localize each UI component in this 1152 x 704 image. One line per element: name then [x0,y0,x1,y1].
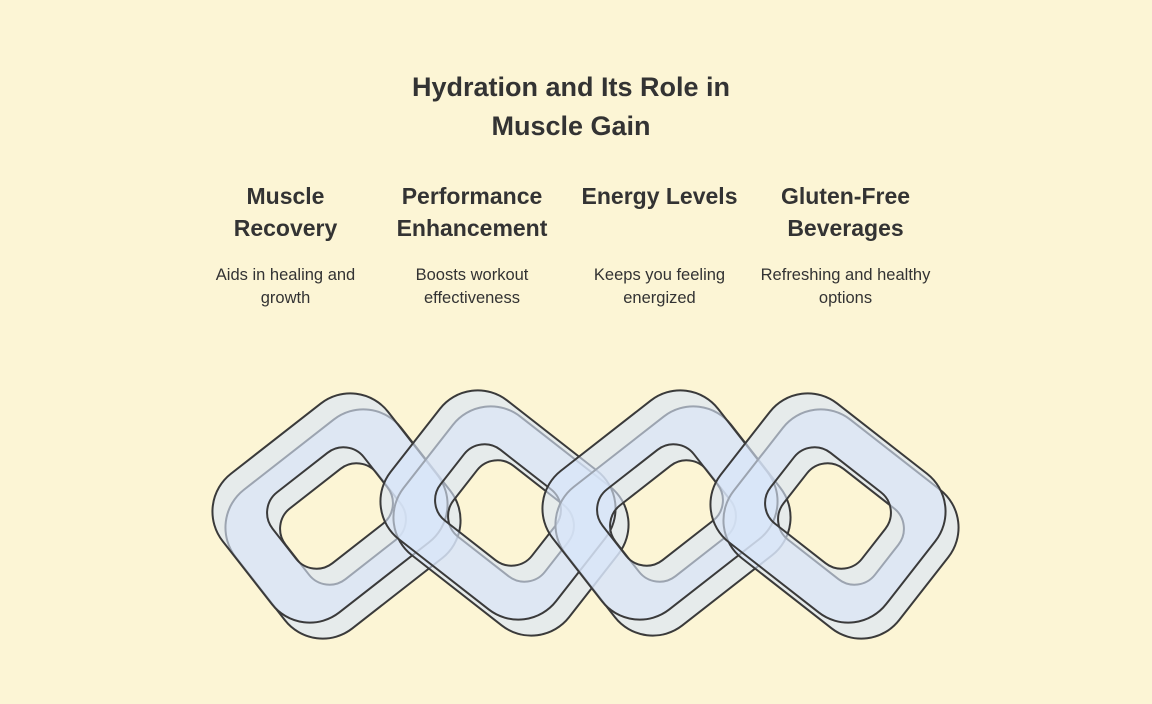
column-performance-enhancement: Performance Enhancement Boosts workout e… [382,180,562,310]
column-description: Keeps you feeling energized [593,266,726,308]
column-heading: Energy Levels [581,183,738,209]
column-muscle-recovery: Muscle Recovery Aids in healing and grow… [198,180,373,310]
column-description: Aids in healing and growth [215,266,356,308]
chain-links-illustration [192,370,979,659]
chain-link-4 [690,373,979,659]
column-energy-levels: Energy Levels Keeps you feeling energize… [572,180,747,310]
column-heading: Performance Enhancement [396,183,548,242]
column-gluten-free-beverages: Gluten-Free Beverages Refreshing and hea… [758,180,933,310]
column-heading: Muscle Recovery [233,183,338,242]
column-description: Refreshing and healthy options [760,266,931,308]
column-heading: Gluten-Free Beverages [780,183,911,242]
column-description: Boosts workout effectiveness [415,266,529,308]
page-title: Hydration and Its Role in Muscle Gain [411,72,731,142]
